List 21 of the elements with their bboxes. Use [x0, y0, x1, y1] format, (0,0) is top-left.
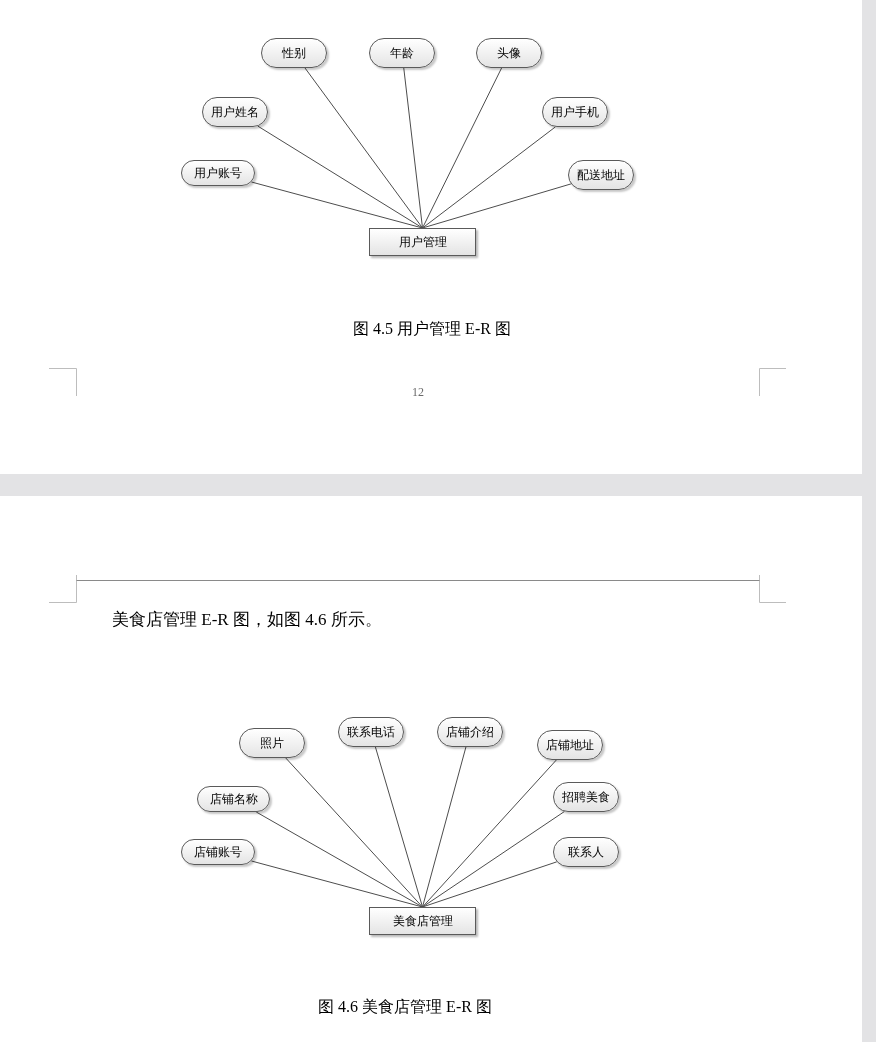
connector-line [422, 126, 556, 229]
figure-caption: 图 4.6 美食店管理 E-R 图 [318, 997, 492, 1017]
figure-caption: 图 4.5 用户管理 E-R 图 [353, 319, 511, 339]
connector-line [422, 759, 557, 908]
connector-line [422, 746, 467, 908]
connector-line [403, 67, 423, 229]
connector-line [304, 67, 423, 229]
body-text: 美食店管理 E-R 图，如图 4.6 所示。 [112, 609, 382, 631]
connector-line [422, 67, 503, 229]
connector-line [257, 125, 423, 229]
connector-line [374, 746, 423, 908]
connector-line [422, 811, 565, 908]
connector-line [422, 183, 572, 229]
connector-line [255, 811, 423, 908]
connector-line [422, 861, 558, 908]
entity-box: 美食店管理 [369, 907, 476, 935]
page-number: 12 [412, 384, 424, 400]
connector-line [250, 860, 423, 908]
connector-line [250, 181, 423, 229]
connector-line [285, 757, 423, 908]
entity-box: 用户管理 [369, 228, 476, 256]
